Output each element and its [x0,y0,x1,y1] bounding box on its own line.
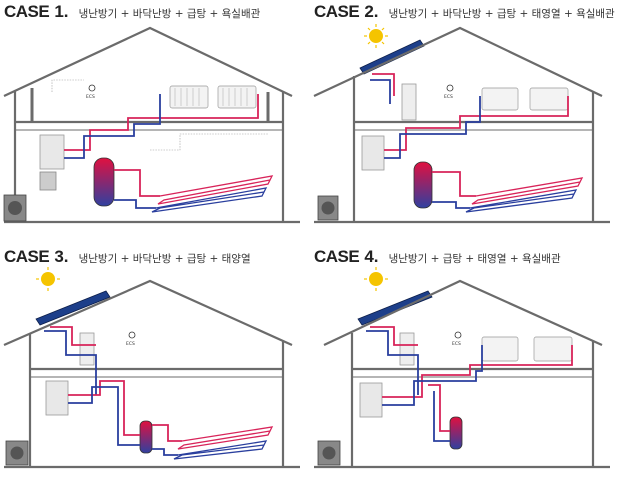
house-outline [313,26,610,224]
underfloor-heating [173,426,274,460]
case-4-house-svg: ECS [314,267,610,469]
ecs-tap: ECS [86,84,96,100]
case-2-description: 냉난방기 + 바닥난방 + 급탕 + 태영열 + 욕실배관 [388,8,615,20]
ecs-tap: ECS [452,331,462,347]
ecs-label: ECS [126,341,135,347]
pipe-network [370,73,569,209]
case-1-description: 냉난방기 + 바닥난방 + 급탕 + 욕실배관 [78,8,261,20]
solar-panel [357,290,433,326]
outdoor-fan-icon [10,446,24,460]
radiator-group [481,87,569,111]
ecs-tap: ECS [126,331,136,347]
case-2-house-svg: ECS [313,24,610,224]
hot-water-tank [139,420,153,454]
case-1-caption: CASE 1. 냉난방기 + 바닥난방 + 급탕 + 욕실배관 [4,2,260,22]
case-3-number: 3. [54,247,69,266]
case-4-number: 4. [364,247,379,266]
case-3-house-svg: ECS [3,267,300,469]
hot-water-tank [413,161,433,209]
pipe-network [64,94,259,209]
case-1-label: CASE [4,2,50,21]
sun-icon [364,24,388,48]
solar-tank [79,332,95,366]
solar-panel [359,39,425,75]
solar-tank [399,332,415,366]
solar-tank [401,83,417,121]
hot-water-tank [93,157,115,207]
case-1-number: 1. [54,2,69,21]
underfloor-heating [151,175,274,213]
radiator-group [169,85,257,109]
panel-case-3: CASE 3. 냉난방기 + 바닥난방 + 급탕 + 태양열 [0,245,310,490]
case-3-caption: CASE 3. 냉난방기 + 바닥난방 + 급탕 + 태양열 [4,247,251,267]
boiler [39,171,57,191]
panel-case-1: CASE 1. 냉난방기 + 바닥난방 + 급탕 + 욕실배관 ECS [0,0,310,245]
sun-icon [364,267,388,291]
ecs-tap: ECS [444,84,454,100]
case-4-description: 냉난방기 + 급탕 + 태영열 + 욕실배관 [388,253,561,265]
control-wiring [51,79,268,151]
ecs-label: ECS [86,94,95,100]
outdoor-fan-icon [8,201,22,215]
indoor-unit [39,134,65,170]
case-2-label: CASE [314,2,360,21]
ecs-label: ECS [444,94,453,100]
house-outline [314,279,610,469]
case-4-label: CASE [314,247,360,266]
sun-icon [36,267,60,291]
house-outline [3,26,300,224]
hot-water-tank [449,416,463,450]
pipe-network [366,326,573,442]
outdoor-fan-icon [321,201,335,215]
indoor-unit [359,382,383,418]
panel-case-4: CASE 4. 냉난방기 + 급탕 + 태영열 + 욕실배관 [310,245,620,490]
case-2-number: 2. [364,2,379,21]
indoor-unit [45,380,69,416]
indoor-unit [361,135,385,171]
panel-case-2: CASE 2. 냉난방기 + 바닥난방 + 급탕 + 태영열 + 욕실배관 [310,0,620,245]
case-3-label: CASE [4,247,50,266]
case-2-caption: CASE 2. 냉난방기 + 바닥난방 + 급탕 + 태영열 + 욕실배관 [314,2,615,22]
house-outline [3,279,300,469]
underfloor-heating [465,177,584,213]
radiator-group [481,336,573,362]
case-3-description: 냉난방기 + 바닥난방 + 급탕 + 태양열 [78,253,251,265]
solar-panel [35,290,111,326]
outdoor-fan-icon [322,446,336,460]
pipe-network [44,326,182,456]
case-1-house-svg: ECS [3,26,300,224]
ecs-label: ECS [452,341,461,347]
case-4-caption: CASE 4. 냉난방기 + 급탕 + 태영열 + 욕실배관 [314,247,561,267]
